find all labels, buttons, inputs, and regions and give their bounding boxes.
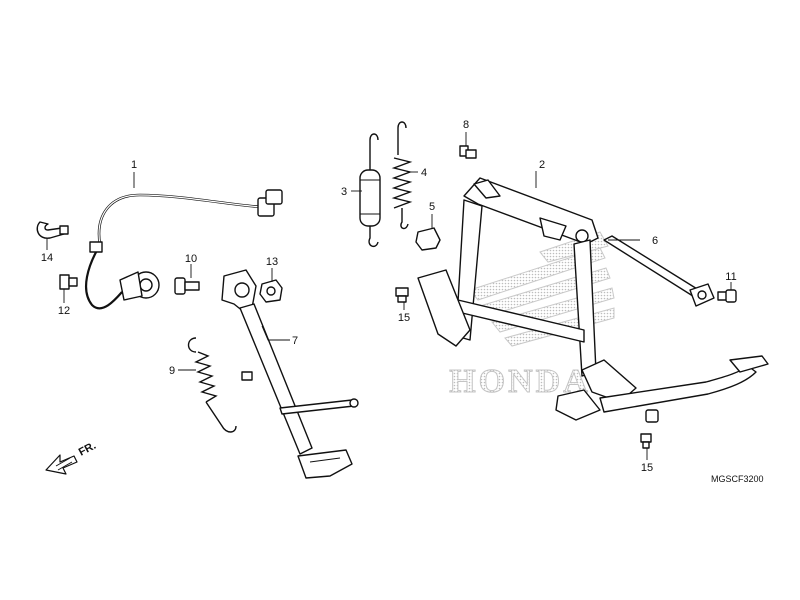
callout-13: 13 [266,256,278,268]
part-10-bolt [174,277,200,295]
callout-6: 6 [652,235,658,247]
part-4-spring [391,121,413,230]
callout-12: 12 [58,305,70,317]
callout-4: 4 [421,167,427,179]
callout-9: 9 [169,365,175,377]
part-7-side-stand [221,269,359,479]
part-2-main-stand [417,177,769,423]
callout-5: 5 [429,201,435,213]
callout-1: 1 [131,159,137,171]
callouts: 1 2 3 4 5 6 7 8 9 10 11 12 13 14 15 15 [41,119,737,474]
part-3-spring [359,133,381,248]
leader-lines [46,132,732,460]
callout-2: 2 [539,159,545,171]
side-stand-switch [119,271,160,301]
callout-11: 11 [725,271,736,283]
callout-7: 7 [292,335,298,347]
callout-8: 8 [463,119,469,131]
diagram-code: MGSCF3200 [711,474,764,484]
part-12-bolt [59,274,78,290]
part-1-cable [84,189,283,310]
part-15-bolt-left [395,287,409,303]
part-9-spring [187,337,237,433]
part-6-shaft [603,235,715,307]
part-14-clamp [36,221,69,239]
part-15-bolt-bottom [640,433,652,449]
callout-3: 3 [341,186,347,198]
callout-15-bottom: 15 [641,462,653,474]
front-direction-arrow: FR. [45,440,98,475]
direction-label: FR. [77,440,98,459]
callout-15-left: 15 [398,312,410,324]
part-13-nut [259,279,283,303]
callout-10: 10 [185,253,197,265]
part-11-bolt [717,289,737,303]
callout-14: 14 [41,252,53,264]
part-5-stopper [415,227,441,251]
part-8-bolt [459,145,477,159]
